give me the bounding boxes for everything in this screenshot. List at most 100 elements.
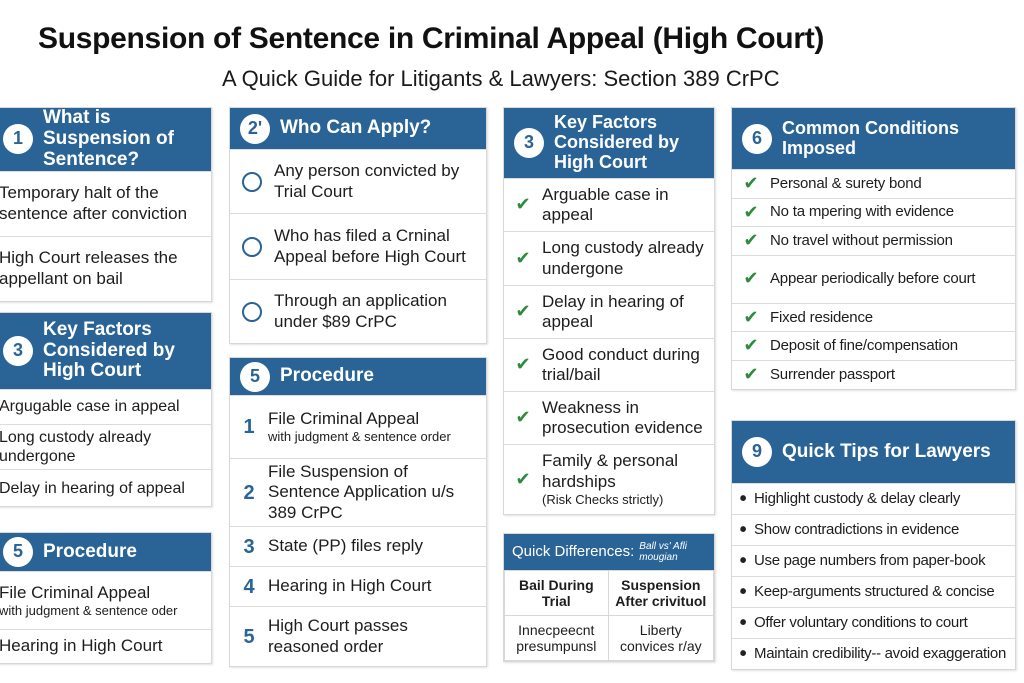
list-item: ✔Good conduct during trial/bail [504,338,714,391]
item-text: Argugable case in appeal [0,397,180,416]
item-text: File Suspension of Sentence Application … [268,462,480,523]
table-header: Bail During Trial [504,570,609,616]
item-text: Fixed residence [770,309,873,327]
item-label: Delay in hearing of appeal [542,291,684,331]
step-number-badge: 3 [3,336,33,366]
item-label: Long custody already undergone [0,429,152,466]
card-header: 5 Procedure [0,533,211,571]
item-text: High Court passes reasoned order [268,616,480,657]
item-text: Long custody already undergone [0,428,205,466]
item-text: Keep-arguments structured & concise [754,583,995,601]
item-label: High Court releases the appellant on bai… [0,248,178,288]
step-number-badge: 9 [742,437,772,467]
item-label: Arguable case in appeal [542,184,669,224]
card-what: 1 What is Suspension of Sentence? Temporar… [0,107,212,302]
card-header: 5 Procedure [230,358,486,395]
bullet-icon: • [739,612,747,634]
item-label: Offer voluntary conditions to court [754,614,968,631]
item-label: State (PP) files reply [268,536,423,556]
list-item: ✔No ta mpering with evidence [732,197,1015,227]
quick-differences-title: Quick Differences: [512,542,635,560]
item-label: Who has filed a Crninal Appeal before Hi… [274,226,466,266]
check-icon: ✔ [743,230,759,251]
circle-bullet-icon [242,236,262,257]
item-label: Temporary halt of the sentence after con… [0,183,188,223]
list-item: •Maintain credibility-- avoid exaggerati… [732,638,1015,669]
card-title: What is Suspension of Sentence? [43,107,174,170]
item-text: Any person convicted by Trial Court [274,161,480,202]
list-item: Long custody already undergone [0,424,211,469]
table-cell: Liberty convices r/ay [607,615,715,661]
list-item: 4 Hearing in High Court [230,566,486,606]
item-text: Arguable case in appeal [542,185,708,226]
step-number-badge: 1 [3,124,33,155]
check-icon: ✔ [743,335,759,356]
item-text: Offer voluntary conditions to court [754,614,968,632]
check-icon: ✔ [743,173,759,193]
item-text: Deposit of fine/compensation [770,337,958,355]
list-item: Who has filed a Crninal Appeal before Hi… [230,213,486,279]
list-item: Any person convicted by Trial Court [230,149,486,213]
list-item: ✔Surrender passport [732,359,1015,389]
list-item: High Court releases the appellant on bai… [0,235,211,301]
item-label: Long custody already undergone [542,238,704,278]
step-number-badge: 5 [3,537,33,567]
list-item: ✔Appear periodically before court [732,254,1015,303]
check-icon: ✔ [515,301,531,322]
quick-differences-subtitle: Ball vs' Afli mougian [639,541,687,563]
step-number: 5 [243,625,255,648]
table-header: Suspension After crivituol [607,570,715,616]
item-text: Temporary halt of the sentence after con… [0,183,205,224]
step-number: 1 [243,416,255,438]
item-text: Use page numbers from paper-book [754,552,986,570]
step-number-badge: 2' [240,113,270,144]
list-item: ✔ No travel without permission [732,226,1015,255]
item-text: Weakness in prosecution evidence [542,398,708,439]
card-factors: 3 Key Factors Considered by High Court ✔ Ar… [503,107,715,515]
item-text: Hearing in High Court [268,576,431,596]
item-text: Who has filed a Crninal Appeal before Hi… [274,226,480,267]
item-text: Surrender passport [770,366,895,384]
card-title: Procedure [280,365,374,387]
item-label: Keep-arguments structured & concise [754,583,995,600]
item-label: Hearing in High Court [268,576,432,596]
item-text: Hearing in High Court [0,636,162,656]
item-text: Personal & surety bond [770,175,922,193]
table-cell: Innecpeecnt presumpunsl [504,615,609,661]
item-label: Appear periodically before court [770,270,976,288]
card-header: 3 Key Factors Considered by High Court [504,108,714,178]
list-item: Argugable case in appeal [0,389,211,424]
check-icon: ✔ [515,194,531,215]
item-text: No ta mpering with evidence [770,203,954,221]
card-title: Quick Tips for Lawyers [782,440,991,462]
step-number-badge: 3 [514,128,544,158]
list-item: •Show contradictions in evidence [732,514,1015,545]
page-subtitle: A Quick Guide for Litigants & Lawyers: S… [222,66,780,91]
card-title: Procedure [43,540,137,562]
card-title: Common Conditions Imposed [782,117,959,158]
item-label: Weakness in prosecution evidence [542,397,703,437]
list-item: ✔Fixed residence [732,302,1015,332]
list-item: •Use page numbers from paper-book [732,545,1015,576]
step-number: 4 [243,575,255,598]
item-subtext: with judgment & sentence oder [0,602,178,618]
bullet-icon: • [739,643,747,665]
step-number-badge: 5 [240,361,270,392]
check-icon: ✔ [515,247,531,268]
item-text: No travel without permission [770,232,953,250]
item-subtext: (Risk Checks strictly) [542,492,664,508]
bullet-icon: • [739,519,747,541]
list-item: ✔ Personal & surety bond [732,169,1015,198]
list-item: Through an application under $89 CrPC [230,279,486,343]
card-title: Key Factors Considered by High Court [554,112,680,172]
item-label: Any person convicted by Trial Court [274,161,460,201]
list-item: 5 High Court passes reasoned order [230,606,486,666]
item-text: Through an application under $89 CrPC [274,291,480,332]
item-label: Through an application under $89 CrPC [274,291,447,331]
item-label: No ta mpering with evidence [770,203,954,221]
